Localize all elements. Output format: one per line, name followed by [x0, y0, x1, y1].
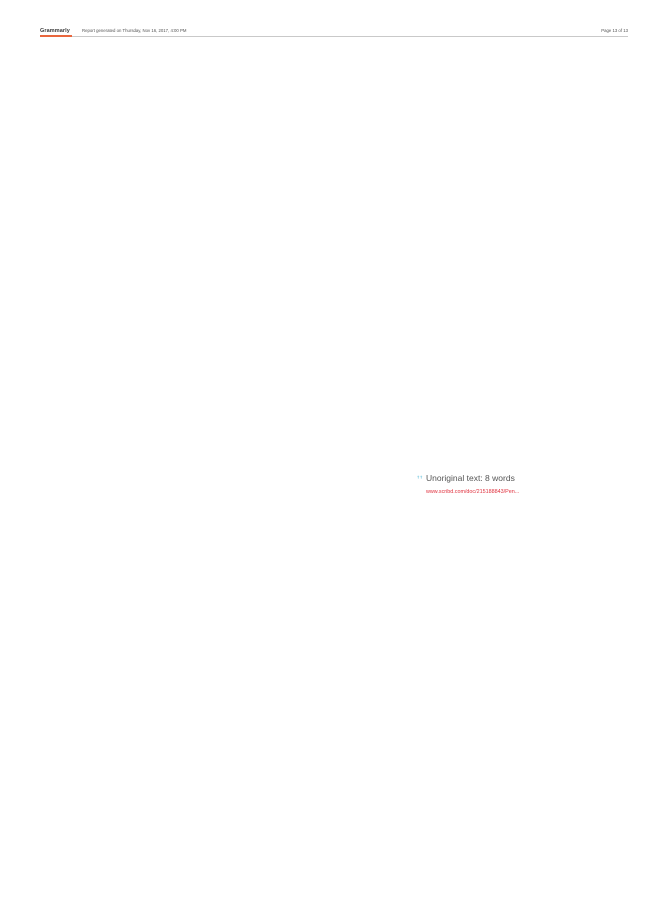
report-generated-info: Report generated on Thursday, Nov 16, 20… [82, 28, 187, 33]
brand-underline [40, 35, 72, 37]
page-number: Page 13 of 13 [601, 28, 628, 33]
brand-logo-text: Grammarly [40, 28, 70, 34]
report-header: Grammarly Report generated on Thursday, … [40, 27, 628, 37]
source-link[interactable]: www.scribd.com/doc/215188843/Pen... [426, 489, 520, 495]
quote-icon [417, 468, 425, 479]
plagiarism-source-block: Unoriginal text: 8 words www.scribd.com/… [417, 468, 617, 504]
unoriginal-text-count: Unoriginal text: 8 words [426, 473, 515, 483]
